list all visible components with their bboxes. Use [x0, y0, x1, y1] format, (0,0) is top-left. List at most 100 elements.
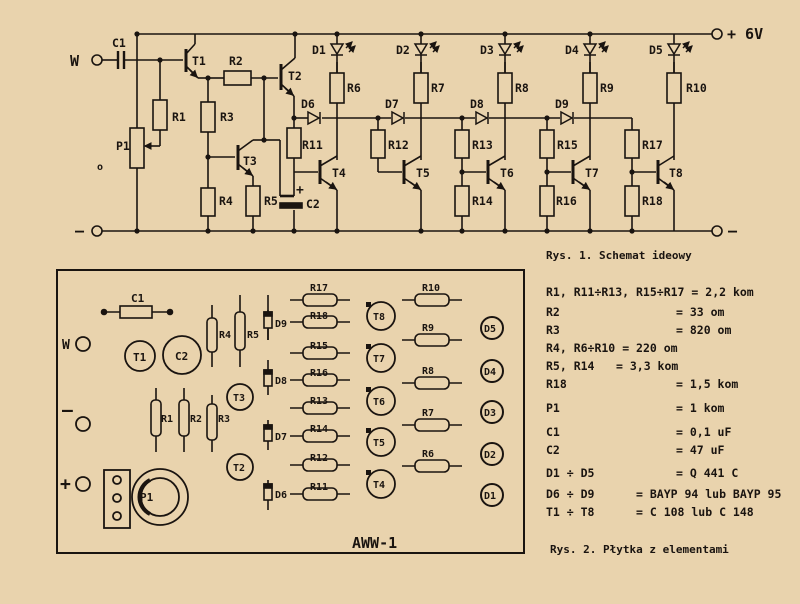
- pcb-label-d6: D6: [275, 490, 287, 501]
- pcb-label-r10: R10: [422, 283, 440, 294]
- pcb-p1: [103, 468, 189, 529]
- part-value: = 33 om: [676, 305, 725, 319]
- resistor-r7: [413, 72, 429, 104]
- part-name: R18: [546, 377, 567, 391]
- pcb-label-r11: R11: [310, 482, 328, 493]
- resistor-r16: [539, 185, 555, 217]
- ground-terminal-left: [91, 225, 103, 237]
- pcb-label-r8: R8: [422, 366, 434, 377]
- input-terminal: [91, 54, 103, 66]
- small-mark: o: [97, 162, 103, 173]
- pcb-label-t6: T6: [373, 397, 385, 408]
- pcb-label-t4: T4: [373, 480, 385, 491]
- pcb-label-r16: R16: [310, 368, 328, 379]
- parts-list-row: D1 ÷ D5 = Q 441 C: [546, 466, 738, 480]
- pcb-terminal-w: [75, 336, 91, 352]
- pcb-label-c2: C2: [175, 350, 188, 363]
- led-d1: [329, 41, 356, 56]
- resistor-r5: [245, 185, 261, 217]
- pcb-label-t5: T5: [373, 438, 385, 449]
- parts-list-row: R2= 33 om: [546, 305, 724, 319]
- diode-d7: [391, 110, 405, 126]
- label-supply: + 6V: [727, 25, 763, 43]
- pcb-label-d8: D8: [275, 376, 287, 387]
- pcb-label-w: W: [62, 338, 70, 353]
- label-t5: T5: [416, 166, 430, 180]
- pcb-label-r1: R1: [161, 414, 173, 425]
- caption-figure-2: Rys. 2. Płytka z elementami: [550, 543, 729, 556]
- pcb-label-r4: R4: [219, 330, 231, 341]
- ground-terminal-right: [711, 225, 723, 237]
- part-name: C2: [546, 443, 560, 457]
- terminals: [91, 28, 723, 237]
- led-d4: [582, 41, 609, 56]
- parts-list-row: D6 ÷ D9 = BAYP 94 lub BAYP 95: [546, 487, 781, 501]
- pcb-d4: [480, 359, 504, 383]
- pcb-label-p1: P1: [140, 491, 154, 504]
- pcb-label-r15: R15: [310, 341, 328, 352]
- label-p1: P1: [116, 139, 130, 153]
- led-d3: [497, 41, 524, 56]
- pcb-label-r18: R18: [310, 311, 328, 322]
- schematic-resistors: [152, 70, 682, 217]
- label-r4: R4: [219, 194, 233, 208]
- pcb-label-d7: D7: [275, 432, 287, 443]
- label-d1: D1: [312, 43, 326, 57]
- parts-list-row: R5, R14 = 3,3 kom: [546, 359, 678, 373]
- part-name: R3: [546, 323, 560, 337]
- label-r14: R14: [472, 194, 493, 208]
- part-name: R1, R11÷R13, R15÷R17: [546, 285, 685, 299]
- parts-list-row: R4, R6÷R10 = 220 om: [546, 341, 678, 355]
- pcb-label-d1: D1: [484, 491, 496, 502]
- pcb-d5: [480, 316, 504, 340]
- diode-d6: [307, 110, 321, 126]
- part-name: C1: [546, 425, 560, 439]
- pcb-outline: [56, 269, 525, 554]
- pcb-t7: [366, 343, 396, 373]
- label-r9: R9: [600, 81, 614, 95]
- label-r1: R1: [172, 110, 186, 124]
- part-name: D6 ÷ D9: [546, 487, 595, 501]
- supply-terminal: [711, 28, 723, 40]
- part-value: = 3,3 kom: [616, 359, 679, 373]
- part-value: = 47 uF: [676, 443, 725, 457]
- part-name: R4, R6÷R10: [546, 341, 616, 355]
- pcb-label-t3: T3: [233, 393, 245, 404]
- pcb-terminal-plus: [75, 476, 91, 492]
- pcb-label-c1: C1: [131, 292, 145, 305]
- part-name: D1 ÷ D5: [546, 466, 595, 480]
- part-name: R5, R14: [546, 359, 595, 373]
- pcb-t5: [366, 427, 396, 457]
- label-r8: R8: [515, 81, 529, 95]
- parts-list-row: T1 ÷ T8 = C 108 lub C 148: [546, 505, 754, 519]
- label-ground-left: –: [75, 222, 85, 240]
- part-name: T1 ÷ T8: [546, 505, 595, 519]
- parts-list-row: R3= 820 om: [546, 323, 731, 337]
- transistor-bases: [184, 49, 660, 184]
- pcb-t3: [226, 383, 254, 411]
- part-value: = BAYP 94 lub BAYP 95: [636, 487, 782, 501]
- part-value: = 2,2 kom: [691, 285, 754, 299]
- label-t7: T7: [585, 166, 599, 180]
- pcb-label-t8: T8: [373, 312, 385, 323]
- pcb-label-r3: R3: [218, 414, 230, 425]
- resistor-r8: [497, 72, 513, 104]
- resistor-r3: [200, 101, 216, 133]
- label-t3: T3: [243, 154, 257, 168]
- part-value: = C 108 lub C 148: [636, 505, 754, 519]
- pcb-label-r6: R6: [422, 449, 434, 460]
- resistor-r9: [582, 72, 598, 104]
- schematic-labels: + 6V W – – o C1 T1 R2 T2 R1 P1 R3 T3 R4 …: [70, 25, 763, 240]
- label-c2-plus: +: [296, 183, 304, 198]
- label-input-w: W: [70, 52, 80, 70]
- resistor-r12: [370, 129, 386, 159]
- pcb-label-r7: R7: [422, 408, 434, 419]
- label-r5: R5: [264, 194, 278, 208]
- part-value: = Q 441 C: [676, 466, 739, 480]
- pcb-label-t1: T1: [133, 351, 147, 364]
- parts-list-row: C2 = 47 uF: [546, 443, 724, 457]
- resistor-r15: [539, 129, 555, 159]
- label-t2: T2: [288, 69, 302, 83]
